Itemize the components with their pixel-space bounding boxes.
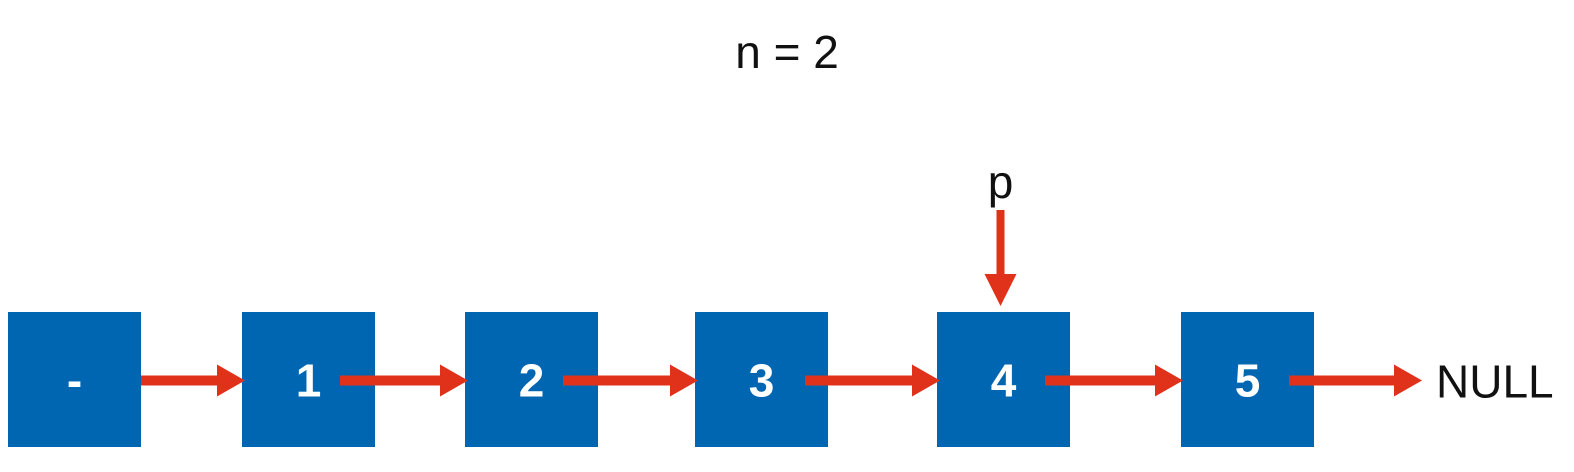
node-box (8, 312, 141, 447)
next-arrow-4 (1045, 364, 1183, 397)
pointer-p: p (984, 156, 1017, 306)
node-label: - (67, 355, 82, 407)
pointer-label: p (988, 156, 1014, 208)
node-label: 4 (991, 355, 1017, 407)
list-node-5: 5 (1181, 312, 1314, 447)
next-arrow-1 (340, 364, 468, 397)
node-label: 5 (1235, 355, 1261, 407)
arrows-layer: NULL (141, 356, 1554, 408)
next-arrow-0 (141, 364, 245, 397)
node-label: 1 (296, 355, 322, 407)
next-arrow-2 (563, 364, 698, 397)
list-node-3: 3 (695, 312, 828, 447)
node-label: 3 (749, 355, 775, 407)
pointer-shaft (996, 210, 1005, 276)
pointer-arrowhead (984, 274, 1017, 306)
node-label: 2 (519, 355, 545, 407)
next-arrow-3 (805, 364, 940, 397)
pointer-layer: p (984, 156, 1017, 306)
null-label: NULL (1436, 356, 1554, 408)
list-node-0: - (8, 312, 141, 447)
caption-n-equals: n = 2 (735, 26, 839, 78)
arrow-to-null (1289, 364, 1422, 397)
